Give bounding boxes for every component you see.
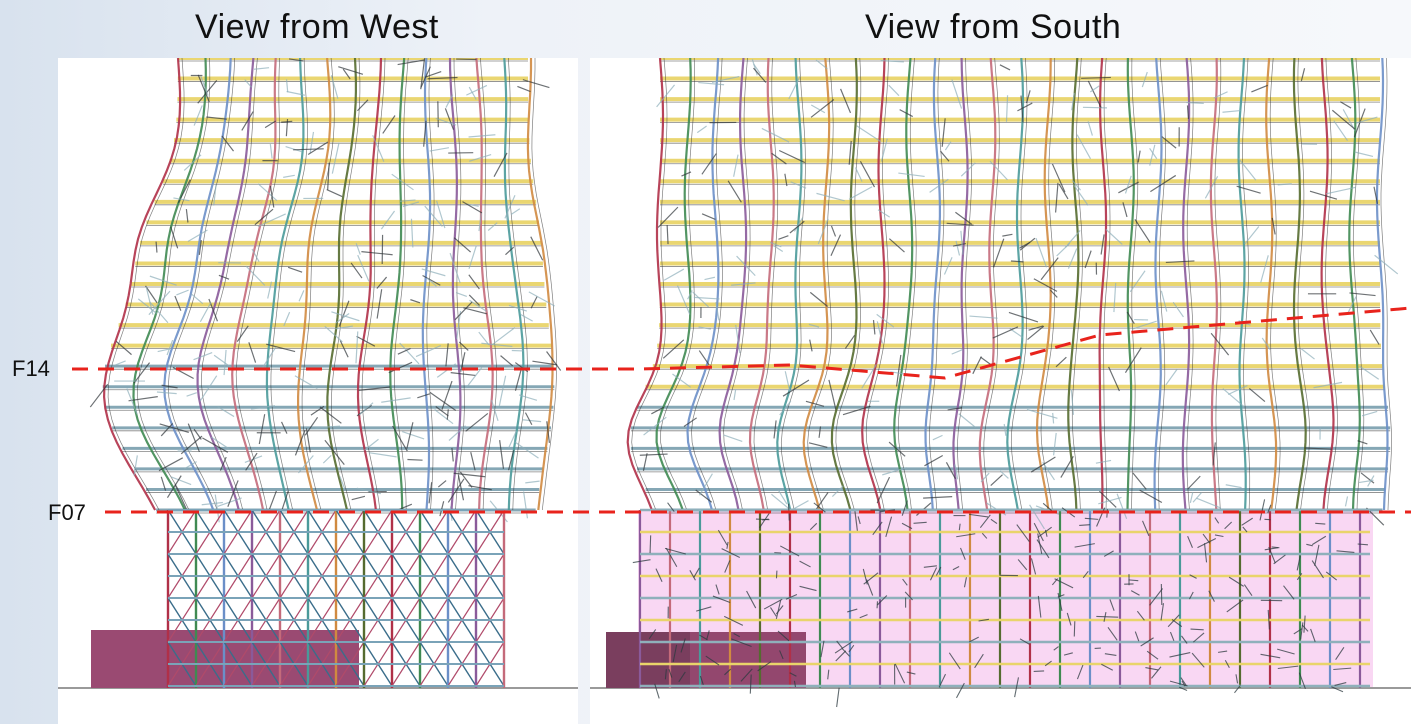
west-view-panel <box>58 58 578 724</box>
view-from-south-title: View from South <box>865 8 1121 47</box>
west-structure-drawing <box>58 58 578 724</box>
south-view-panel <box>590 58 1411 724</box>
view-from-west-title: View from West <box>195 8 439 47</box>
floor-label-f14: F14 <box>12 356 50 382</box>
south-structure-drawing <box>590 58 1411 724</box>
floor-label-f07: F07 <box>48 500 86 526</box>
